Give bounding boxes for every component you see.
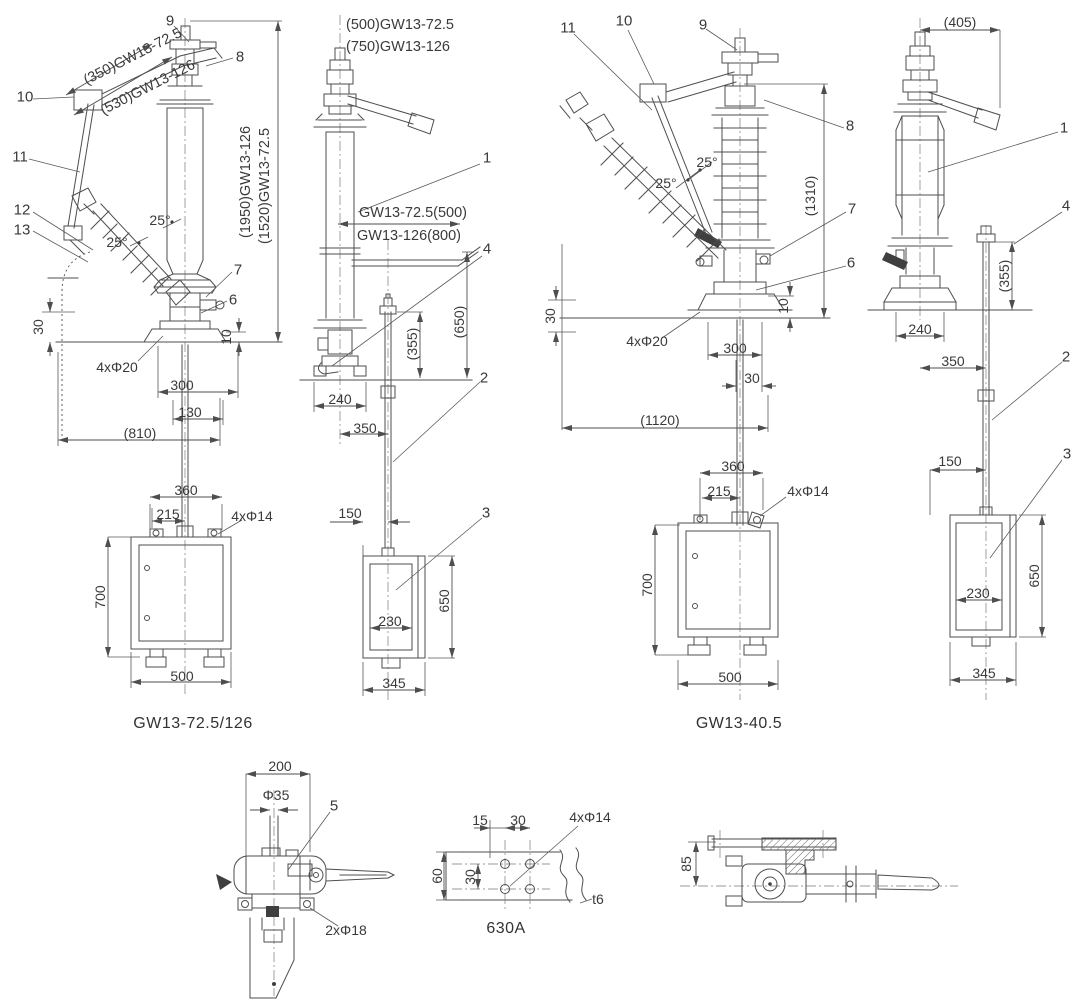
dimension-label: (1120)	[640, 412, 680, 428]
dimension-label: (355)	[404, 327, 420, 361]
part-label: 8	[845, 117, 855, 135]
part-label: 11	[560, 19, 576, 37]
dimension-label: 30	[510, 812, 526, 828]
caption-label: 630A	[486, 920, 526, 937]
part-label: 6	[228, 291, 238, 309]
callout-label: 4xΦ20	[96, 359, 138, 375]
dimension-label: (650)	[451, 305, 467, 339]
detail-terminal-pad-drawing	[436, 820, 593, 912]
callout-label: 4xΦ14	[231, 508, 273, 524]
dimension-label: (810)	[123, 425, 157, 441]
model-label: (750)GW13-126	[346, 38, 450, 55]
part-label: 4	[1061, 197, 1071, 215]
part-label: 1	[1059, 119, 1069, 137]
dimension-label: 360	[174, 482, 198, 498]
caption-label: GW13-72.5/126	[133, 715, 253, 732]
dimension-label: 700	[639, 573, 655, 597]
callout-label: t6	[592, 891, 604, 907]
part-label: 3	[481, 504, 491, 522]
caption-label: GW13-40.5	[695, 715, 783, 732]
callout-label: 4xΦ20	[626, 333, 668, 349]
dimension-label: 345	[382, 675, 406, 691]
dimension-label: 240	[908, 321, 932, 337]
dimension-label: 350	[353, 420, 377, 436]
part-label: 1	[482, 149, 492, 167]
dimension-label: 150	[938, 453, 962, 469]
dimension-label: 350	[941, 353, 965, 369]
part-label: 6	[846, 254, 856, 272]
callout-label: 2xΦ18	[325, 922, 367, 938]
dimension-label: 30	[744, 370, 760, 386]
model-label: GW13-72.5(500)	[359, 204, 467, 221]
dimension-label: 240	[328, 391, 352, 407]
dimension-label: (1310)	[802, 175, 818, 217]
dimension-label: 10	[218, 329, 234, 345]
view3-side-drawing	[548, 28, 847, 700]
part-label: 5	[329, 797, 339, 815]
callout-label: 4xΦ14	[569, 809, 611, 825]
dimension-label: 230	[966, 585, 990, 601]
dimension-label: 30	[462, 869, 478, 885]
view4-front-drawing	[867, 18, 1063, 700]
dimension-label: 215	[707, 483, 731, 499]
dimension-label: 10	[775, 298, 791, 314]
part-label: 10	[16, 88, 34, 106]
dimension-label: Φ35	[262, 787, 290, 803]
part-label: 3	[1062, 445, 1072, 463]
view1-side-drawing	[28, 18, 283, 695]
dimension-label: 15	[472, 812, 488, 828]
part-label: 9	[698, 16, 708, 34]
dimension-label: 230	[378, 613, 402, 629]
dimension-label: 650	[1026, 564, 1042, 588]
part-label: 7	[847, 200, 857, 218]
detail-base-mechanism-drawing	[680, 830, 958, 907]
part-label: 2	[479, 369, 489, 387]
model-label: (500)GW13-72.5	[346, 16, 454, 33]
angle-label: 25°	[696, 154, 718, 170]
dimension-label: (355)	[996, 259, 1012, 293]
dimension-label: 200	[268, 758, 292, 774]
angle-label: 25°	[655, 175, 677, 191]
part-label: 7	[233, 261, 243, 279]
view2-front-drawing	[299, 15, 483, 700]
part-label: 12	[13, 201, 31, 219]
detail-blade-drawing	[216, 771, 396, 999]
callout-label: 4xΦ14	[787, 483, 829, 499]
dimension-label: 150	[338, 505, 362, 521]
part-label: 8	[235, 48, 245, 66]
dimension-label: 650	[436, 589, 452, 613]
part-label: 2	[1061, 348, 1071, 366]
model-label: (1520)GW13-72.5	[256, 127, 273, 245]
dimension-label: 300	[723, 340, 747, 356]
dimension-label: (405)	[943, 14, 977, 30]
dimension-label: 215	[156, 506, 180, 522]
dimension-label: 30	[542, 308, 558, 324]
part-label: 13	[13, 221, 31, 239]
part-label: 9	[165, 12, 175, 30]
model-label: GW13-126(800)	[357, 227, 461, 244]
dimension-label: 85	[678, 856, 694, 872]
dimension-label: 500	[718, 669, 742, 685]
dimension-label: 700	[92, 585, 108, 609]
dimension-label: 300	[170, 377, 194, 393]
dimension-label: 130	[178, 404, 202, 420]
dimension-label: 60	[429, 868, 445, 884]
dimension-label: 30	[30, 319, 46, 335]
part-label: 4	[482, 240, 492, 258]
angle-label: 25°	[106, 234, 128, 250]
angle-label: 25°	[149, 212, 171, 228]
dimension-label: 500	[170, 668, 194, 684]
part-label: 11	[12, 148, 28, 166]
dimension-label: 345	[972, 665, 996, 681]
dimension-label: 360	[721, 458, 745, 474]
part-label: 10	[615, 12, 633, 30]
model-label: (1950)GW13-126	[237, 125, 254, 239]
